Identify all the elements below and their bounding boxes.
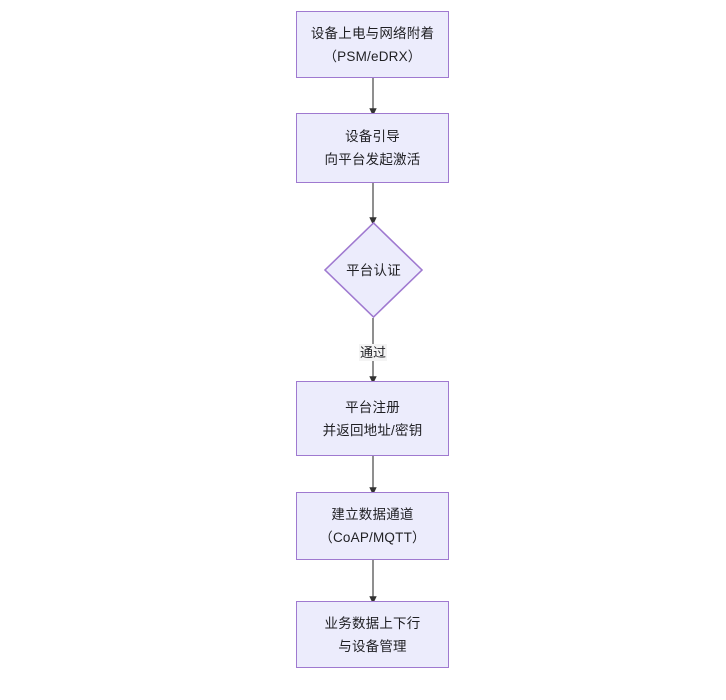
node-line-2: 并返回地址/密钥 (322, 422, 423, 438)
node-device-bootstrap[interactable]: 设备引导 向平台发起激活 (296, 113, 449, 183)
node-line-2: 向平台发起激活 (324, 152, 421, 167)
diamond-icon (324, 222, 423, 318)
node-line-2: 与设备管理 (338, 638, 407, 654)
edge-label-pass: 通过 (358, 344, 388, 361)
node-business-data-and-device-management[interactable]: 业务数据上下行 与设备管理 (296, 601, 449, 668)
node-line-1: 设备引导 (345, 129, 400, 144)
node-line-1: 业务数据上下行 (324, 615, 421, 631)
node-line-1: 平台注册 (345, 399, 400, 415)
node-line-1: 建立数据通道 (331, 507, 414, 522)
node-line-1: 设备上电与网络附着 (310, 25, 435, 41)
node-device-power-on[interactable]: 设备上电与网络附着 （PSM/eDRX） (296, 11, 449, 78)
node-platform-authentication[interactable]: 平台认证 (324, 222, 423, 318)
node-line-1: 平台认证 (346, 262, 401, 278)
node-platform-registration[interactable]: 平台注册 并返回地址/密钥 (296, 381, 449, 456)
node-line-2: （CoAP/MQTT） (319, 530, 426, 545)
node-line-2: （PSM/eDRX） (323, 48, 422, 64)
node-establish-data-channel[interactable]: 建立数据通道 （CoAP/MQTT） (296, 492, 449, 560)
